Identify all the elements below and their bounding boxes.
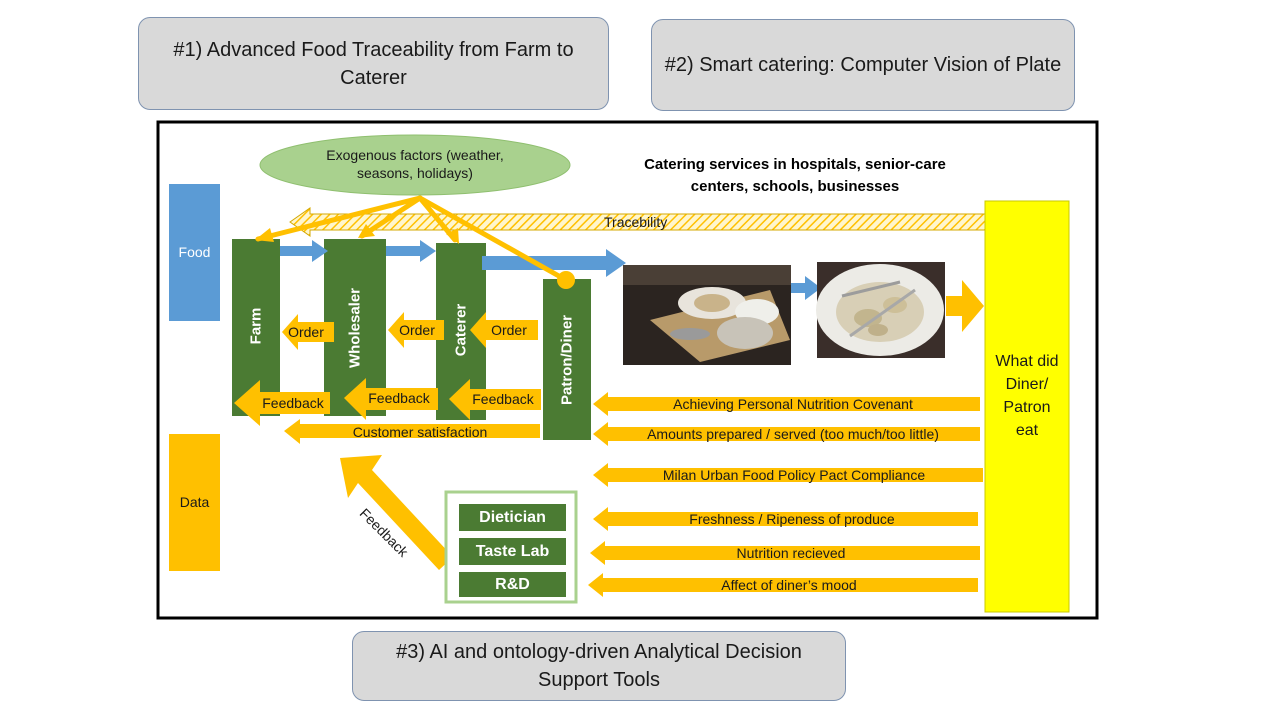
food-arrow-2 xyxy=(386,240,436,262)
data-flow-arrow-3 xyxy=(593,463,983,487)
order-label-3: Order xyxy=(491,322,527,338)
what-did-box xyxy=(984,200,1070,613)
customer-satisfaction-label: Customer satisfaction xyxy=(352,424,488,440)
order-arrow-1 xyxy=(282,314,334,350)
order-label-1: Order xyxy=(288,324,324,340)
wholesaler-bar xyxy=(324,239,386,416)
caterer-label: Caterer xyxy=(452,303,470,357)
food-arrow-3 xyxy=(482,249,626,277)
data-flow-label-3: Milan Urban Food Policy Pact Compliance xyxy=(662,467,926,483)
exogenous-label: Exogenous factors (weather, seasons, hol… xyxy=(326,147,504,181)
data-flow-arrow-1 xyxy=(593,392,980,416)
feedback-label-1: Feedback xyxy=(262,395,324,411)
data-flow-label-4: Freshness / Ripeness of produce xyxy=(689,511,895,527)
patron-bar xyxy=(543,279,591,440)
feedback-label-2: Feedback xyxy=(368,390,430,406)
data-flow-arrow-2 xyxy=(593,422,980,446)
traceability-label: Tracebility xyxy=(604,214,668,230)
data-flow-label-2: Amounts prepared / served (too much/too … xyxy=(647,426,939,442)
data-flow-label-6: Affect of diner’s mood xyxy=(721,577,857,593)
food-bar xyxy=(169,184,220,321)
diagram-frame xyxy=(156,120,1099,620)
food-arrow-4 xyxy=(770,276,821,300)
tray-photo xyxy=(623,265,791,365)
callout-traceability: #1) Advanced Food Traceability from Farm… xyxy=(138,17,609,110)
feedback-arrow-1 xyxy=(234,380,330,426)
catering-heading: Catering services in hospitals, senior-c… xyxy=(644,156,946,195)
data-flow-arrow-4 xyxy=(593,507,978,531)
dietician-box: Dietician xyxy=(459,504,566,531)
plate-to-box-arrow xyxy=(946,280,984,332)
food-arrow-1 xyxy=(280,240,328,262)
exogenous-ellipse xyxy=(259,134,571,196)
order-arrow-3 xyxy=(470,312,538,348)
data-flow-label-5: Nutrition recieved xyxy=(736,545,846,561)
taste-lab-box: Taste Lab xyxy=(459,538,566,565)
plate-photo xyxy=(816,262,945,358)
order-label-2: Order xyxy=(399,322,435,338)
data-label: Data xyxy=(179,494,210,510)
feedback-arrow-2 xyxy=(344,378,438,420)
feedback-arrow-3 xyxy=(449,379,541,420)
analytics-feedback-arrow xyxy=(340,455,453,570)
rd-box: R&D xyxy=(459,572,566,597)
wholesaler-label: Wholesaler xyxy=(346,287,364,369)
what-did-label: What did Diner/ Patron eat xyxy=(995,353,1059,439)
farm-label: Farm xyxy=(247,307,265,345)
patron-label: Patron/Diner xyxy=(558,314,576,406)
data-flow-arrow-5 xyxy=(590,541,980,565)
data-flow-label-1: Achieving Personal Nutrition Covenant xyxy=(673,396,913,412)
food-label: Food xyxy=(178,244,211,260)
order-arrow-2 xyxy=(388,312,444,348)
callout-ai-tools: #3) AI and ontology-driven Analytical De… xyxy=(352,631,846,701)
feedback-label-3: Feedback xyxy=(472,391,534,407)
data-bar xyxy=(169,434,220,571)
callout-smart-catering: #2) Smart catering: Computer Vision of P… xyxy=(651,19,1075,111)
customer-satisfaction-arrow xyxy=(284,419,540,444)
data-flow-arrow-6 xyxy=(588,573,978,597)
